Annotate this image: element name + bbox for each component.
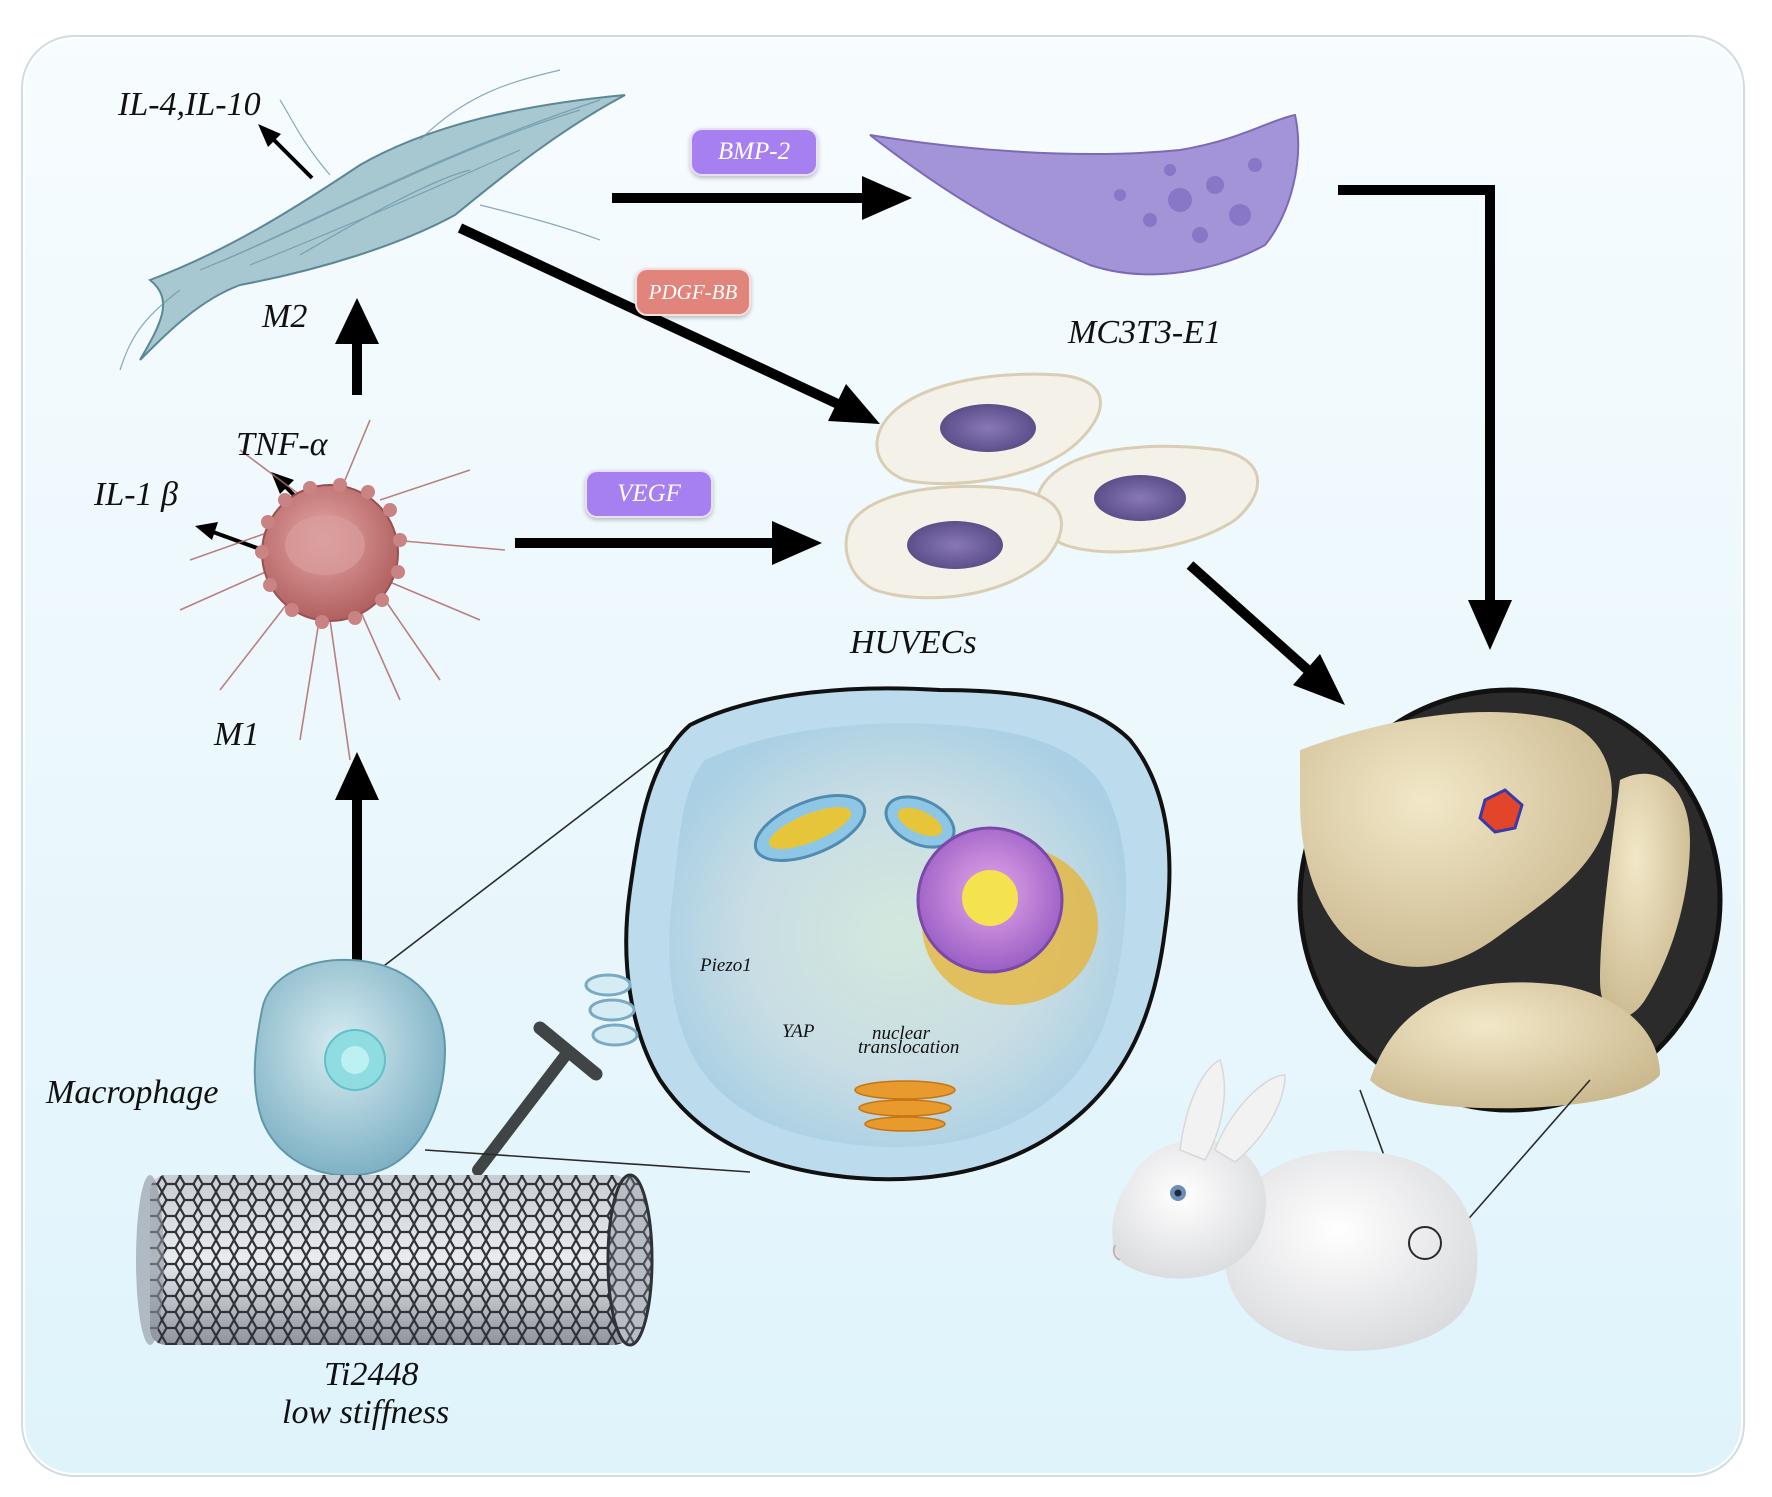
translocation-label: translocation xyxy=(858,1037,960,1058)
m2-cell xyxy=(119,69,626,371)
piezo1-channel xyxy=(584,973,639,1047)
il1-beta-label: IL-1 β xyxy=(94,476,178,513)
rabbit xyxy=(1112,1058,1478,1351)
low-stiffness-label: low stiffness xyxy=(282,1394,450,1431)
zoom-lines xyxy=(371,732,751,1173)
pdgf-bb-badge: PDGF-BB xyxy=(635,268,751,316)
inhibition-symbol xyxy=(472,1021,603,1176)
frame-border xyxy=(21,35,1745,1477)
zoomed-cell xyxy=(624,686,1172,1182)
vegf-badge: VEGF xyxy=(585,470,713,518)
m2-label: M2 xyxy=(262,298,308,335)
ti2448-scaffold xyxy=(136,1173,654,1347)
il4-il10-label: IL-4,IL-10 xyxy=(118,86,261,123)
yap-label: YAP xyxy=(782,1021,815,1042)
macrophage-cell xyxy=(253,958,447,1177)
tnf-alpha-label: TNF-α xyxy=(236,426,328,463)
macrophage-label: Macrophage xyxy=(46,1074,219,1111)
mc3t3-cell xyxy=(869,113,1300,276)
pathway-arrows xyxy=(195,124,1512,1012)
m1-label: M1 xyxy=(214,716,260,753)
ti2448-label: Ti2448 xyxy=(324,1356,419,1393)
m1-cell xyxy=(179,419,506,761)
bone-joint-inset xyxy=(1297,687,1723,1113)
huvecs-cells xyxy=(844,372,1259,600)
huvecs-label: HUVECs xyxy=(850,624,977,661)
nuclear-label: nuclear xyxy=(872,1023,931,1044)
defect-site-icon xyxy=(1478,788,1524,834)
mc3t3-label: MC3T3-E1 xyxy=(1068,314,1221,351)
piezo1-label: Piezo1 xyxy=(700,955,752,976)
bmp2-badge: BMP-2 xyxy=(690,128,818,176)
